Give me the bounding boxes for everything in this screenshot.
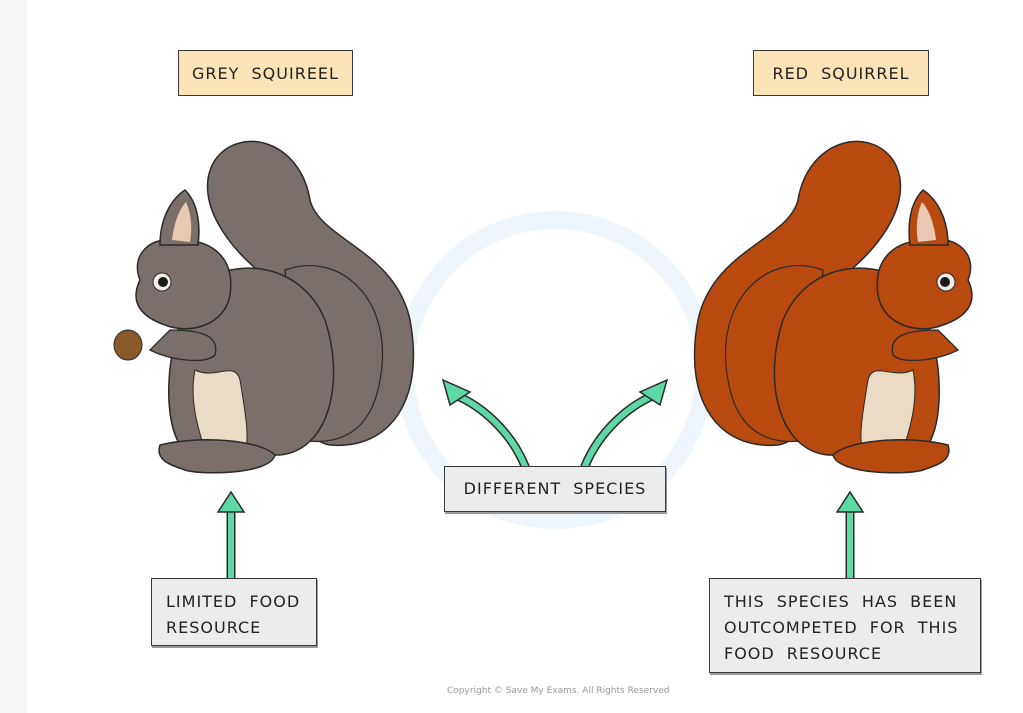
grey-squirrel-label: GREY SQUIREEL [178,50,353,96]
different-species-text: DIFFERENT SPECIES [463,479,647,498]
arrow-species-to-grey [452,392,528,469]
outcompeted-label: THIS SPECIES HAS BEEN OUTCOMPETED FOR TH… [709,578,981,673]
grey-squirrel-illustration [113,140,415,474]
left-margin-strip [0,0,27,713]
outcompeted-text: THIS SPECIES HAS BEEN OUTCOMPETED FOR TH… [724,592,959,663]
limited-food-text: LIMITED FOOD RESOURCE [166,592,301,637]
red-squirrel-text: RED SQUIRREL [772,63,910,83]
red-squirrel-label: RED SQUIRREL [753,50,929,96]
limited-food-label: LIMITED FOOD RESOURCE [151,578,317,646]
arrow-species-to-red [582,392,658,469]
different-species-label: DIFFERENT SPECIES [444,466,666,512]
acorn-icon [113,329,143,361]
red-squirrel-illustration [693,140,973,474]
grey-squirrel-text: GREY SQUIREEL [192,63,339,83]
copyright-notice: Copyright © Save My Exams. All Rights Re… [447,686,670,696]
